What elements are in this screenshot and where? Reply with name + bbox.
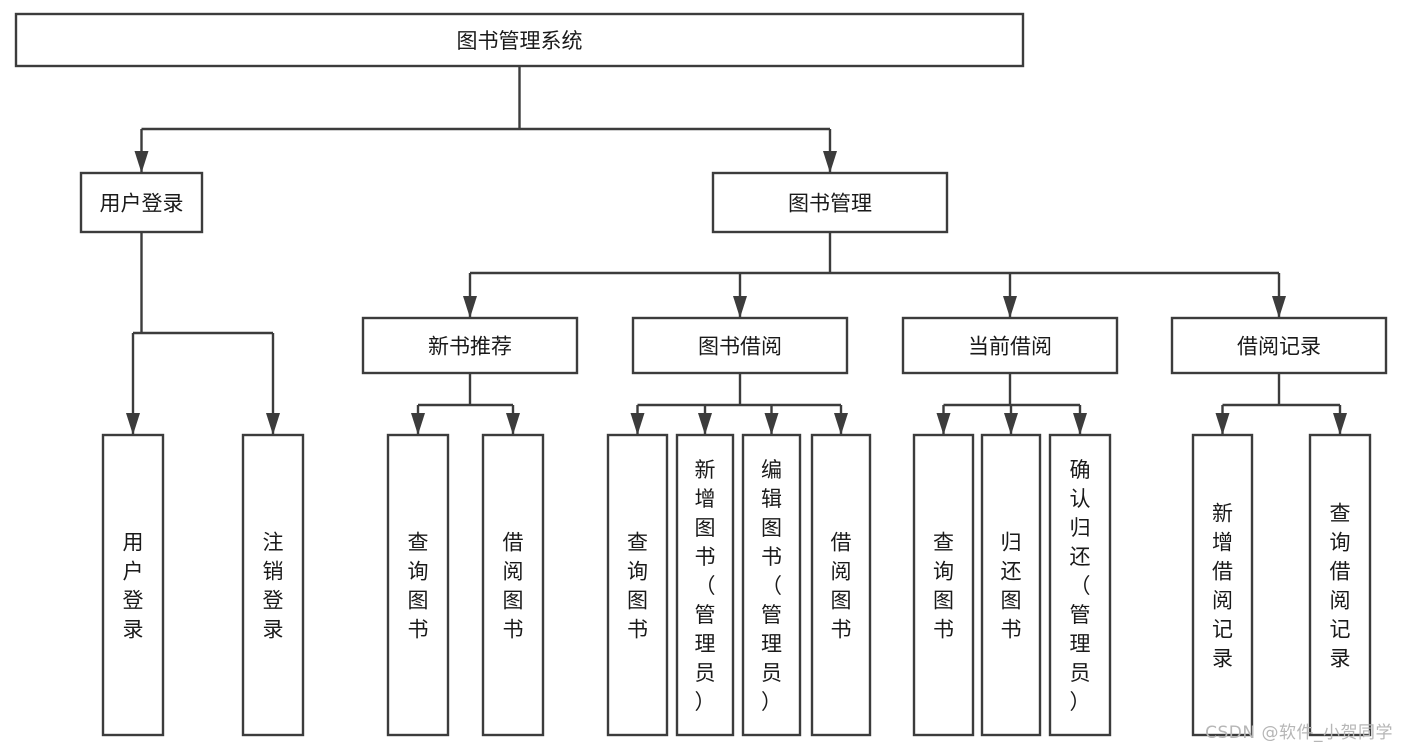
node-label-leaf-query-record: 查询借阅记录: [1330, 502, 1351, 671]
node-label-leaf-user-login: 用户登录: [123, 531, 144, 642]
node-box-leaf-user-login: [101, 433, 165, 737]
node-box-book-manage: [711, 171, 949, 234]
borrow-record-arrow-1: [1333, 413, 1347, 435]
node-label-leaf-query-book-2: 查询图书: [627, 531, 648, 642]
node-undefined[interactable]: 图书管理系统: [14, 12, 1025, 68]
user-login-arrow-1: [266, 413, 280, 435]
node-box-leaf-add-book: [675, 433, 735, 737]
node-book-manage[interactable]: 图书管理: [711, 171, 949, 234]
edges-layer: [126, 66, 1347, 435]
node-leaf-borrow-book-1[interactable]: 借阅图书: [481, 433, 545, 737]
book-borrow-arrow-1: [698, 413, 712, 435]
node-borrow-record[interactable]: 借阅记录: [1170, 316, 1388, 375]
node-label-leaf-edit-book: 编辑图书（管理员）: [761, 458, 782, 714]
node-label-leaf-logout: 注销登录: [263, 531, 284, 642]
csdn-watermark: CSDN @软件_小贺同学: [1205, 723, 1393, 743]
borrow-record-arrow-0: [1215, 413, 1230, 435]
node-box-leaf-query-book-1: [386, 433, 450, 737]
node-leaf-return-book[interactable]: 归还图书: [980, 433, 1042, 737]
book-manage-arrow-1: [733, 296, 747, 318]
node-label-leaf-query-book-3: 查询图书: [933, 531, 954, 642]
node-label-leaf-add-book: 新增图书（管理员）: [695, 458, 716, 714]
node-box-leaf-edit-book: [741, 433, 802, 737]
node-label-book-manage: 图书管理: [788, 192, 872, 216]
node-label-borrow-record: 借阅记录: [1237, 335, 1321, 359]
node-user-login[interactable]: 用户登录: [79, 171, 204, 234]
node-label-leaf-return-book: 归还图书: [1001, 531, 1022, 642]
node-box-book-borrow: [631, 316, 849, 375]
node-leaf-query-book-3[interactable]: 查询图书: [912, 433, 975, 737]
node-box-leaf-logout: [241, 433, 305, 737]
node-leaf-user-login[interactable]: 用户登录: [101, 433, 165, 737]
node-box-leaf-query-record: [1308, 433, 1372, 737]
node-leaf-logout[interactable]: 注销登录: [241, 433, 305, 737]
node-label-user-login: 用户登录: [100, 192, 184, 216]
book-manage-arrow-0: [463, 296, 477, 318]
node-box-leaf-borrow-book-2: [810, 433, 872, 737]
book-manage-arrow-3: [1272, 296, 1286, 318]
book-borrow-arrow-3: [834, 413, 848, 435]
node-box-leaf-return-book: [980, 433, 1042, 737]
node-label-new-book-rec: 新书推荐: [428, 335, 512, 359]
node-label-leaf-borrow-book-1: 借阅图书: [503, 531, 524, 642]
node-label-leaf-query-book-1: 查询图书: [408, 531, 429, 642]
node-label-current-borrow: 当前借阅: [968, 335, 1052, 359]
node-leaf-query-record[interactable]: 查询借阅记录: [1308, 433, 1372, 737]
node-box-current-borrow: [901, 316, 1119, 375]
node-leaf-query-book-2[interactable]: 查询图书: [606, 433, 669, 737]
current-borrow-arrow-0: [936, 413, 951, 435]
root-arrow-1: [823, 151, 837, 173]
node-box-borrow-record: [1170, 316, 1388, 375]
node-book-borrow[interactable]: 图书借阅: [631, 316, 849, 375]
node-box-leaf-query-book-2: [606, 433, 669, 737]
root-arrow-0: [134, 151, 149, 173]
node-label-leaf-add-record: 新增借阅记录: [1212, 502, 1233, 671]
node-label-book-borrow: 图书借阅: [698, 335, 782, 359]
node-box-leaf-confirm-return: [1048, 433, 1112, 737]
current-borrow-arrow-1: [1004, 413, 1018, 435]
current-borrow-arrow-2: [1073, 413, 1087, 435]
node-leaf-query-book-1[interactable]: 查询图书: [386, 433, 450, 737]
node-new-book-rec[interactable]: 新书推荐: [361, 316, 579, 375]
node-box-user-login: [79, 171, 204, 234]
node-leaf-add-record[interactable]: 新增借阅记录: [1191, 433, 1254, 737]
node-label-undefined: 图书管理系统: [457, 29, 583, 53]
node-box-leaf-query-book-3: [912, 433, 975, 737]
book-manage-arrow-2: [1003, 296, 1017, 318]
node-leaf-edit-book[interactable]: 编辑图书（管理员）: [741, 433, 802, 737]
node-label-leaf-confirm-return: 确认归还（管理员）: [1070, 458, 1091, 714]
user-login-arrow-0: [126, 413, 140, 435]
node-box-new-book-rec: [361, 316, 579, 375]
node-box-undefined: [14, 12, 1025, 68]
nodes-layer: 图书管理系统用户登录图书管理新书推荐图书借阅当前借阅借阅记录用户登录注销登录查询…: [14, 12, 1388, 737]
node-leaf-add-book[interactable]: 新增图书（管理员）: [675, 433, 735, 737]
node-box-leaf-borrow-book-1: [481, 433, 545, 737]
node-leaf-confirm-return[interactable]: 确认归还（管理员）: [1048, 433, 1112, 737]
new-book-rec-arrow-0: [411, 413, 425, 435]
node-leaf-borrow-book-2[interactable]: 借阅图书: [810, 433, 872, 737]
new-book-rec-arrow-1: [506, 413, 520, 435]
node-label-leaf-borrow-book-2: 借阅图书: [831, 531, 852, 642]
book-borrow-arrow-0: [630, 413, 645, 435]
node-current-borrow[interactable]: 当前借阅: [901, 316, 1119, 375]
book-borrow-arrow-2: [764, 413, 779, 435]
node-box-leaf-add-record: [1191, 433, 1254, 737]
